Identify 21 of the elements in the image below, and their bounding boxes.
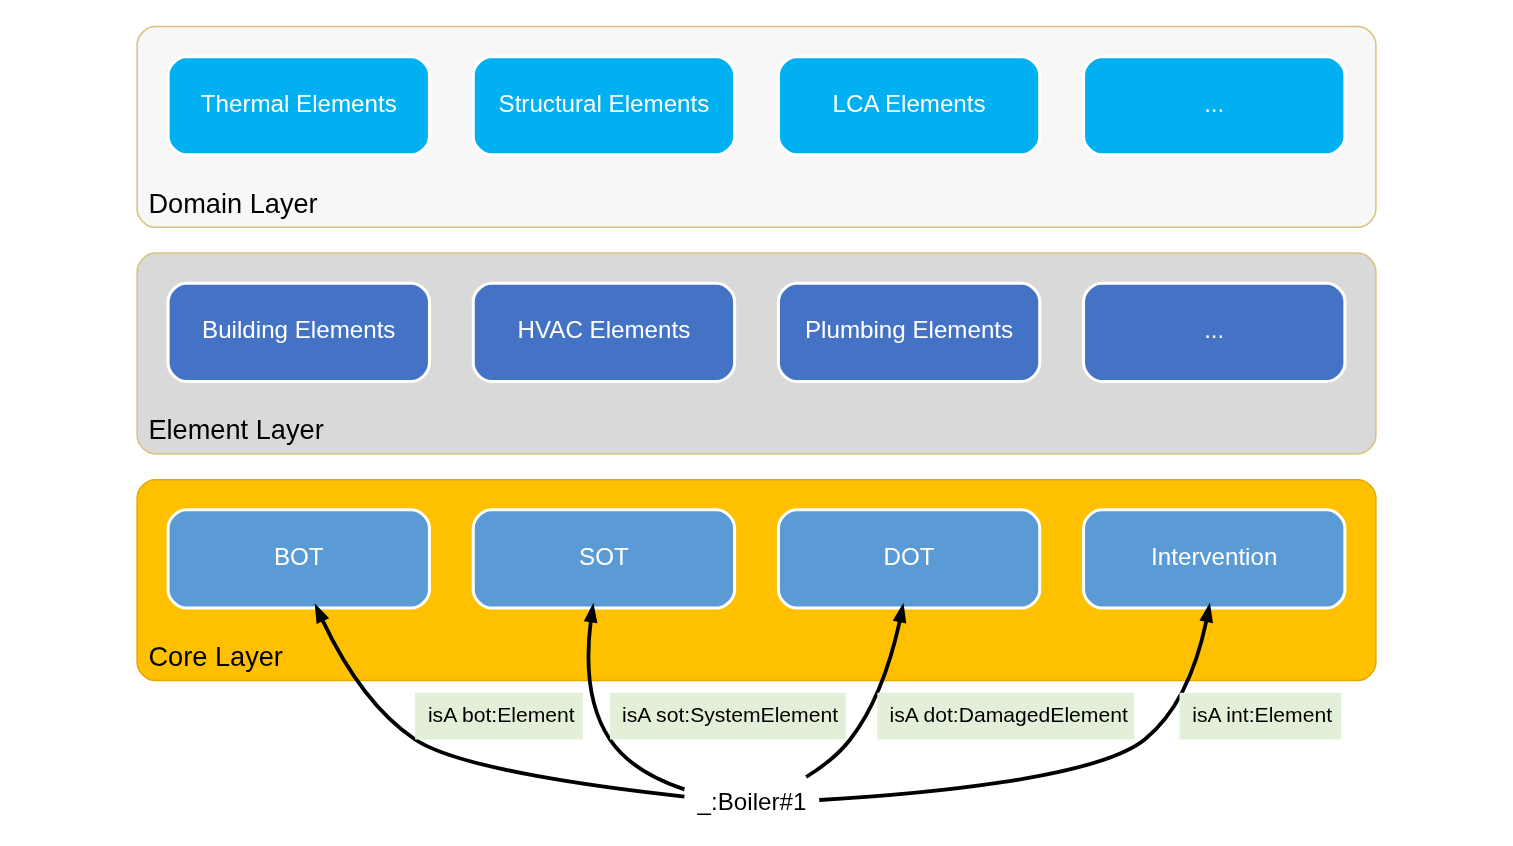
node-box: ...: [1082, 281, 1347, 383]
node-box: BOT: [166, 508, 431, 610]
node-box: Thermal Elements: [166, 55, 431, 157]
node-box: HVAC Elements: [471, 281, 737, 383]
arrow: [583, 602, 686, 792]
node-text: _:Boiler#1: [697, 788, 807, 816]
edge-label: isA int:Element: [1192, 703, 1333, 727]
node-box: Building Elements: [166, 281, 431, 383]
node-box: SOT: [471, 508, 737, 610]
arrow: [805, 602, 907, 779]
node-box: LCA Elements: [776, 55, 1042, 157]
edge-label: isA dot:DamagedElement: [889, 703, 1128, 727]
node-box: Intervention: [1082, 508, 1347, 610]
node-box: DOT: [776, 508, 1042, 610]
arrow: [819, 602, 1213, 802]
edge-label: isA bot:Element: [427, 703, 575, 727]
arrow: [314, 603, 685, 799]
node-box: Plumbing Elements: [776, 281, 1042, 383]
node-box: Structural Elements: [471, 55, 737, 157]
edge-label: isA sot:SystemElement: [622, 703, 839, 727]
node-box: ...: [1082, 55, 1347, 157]
